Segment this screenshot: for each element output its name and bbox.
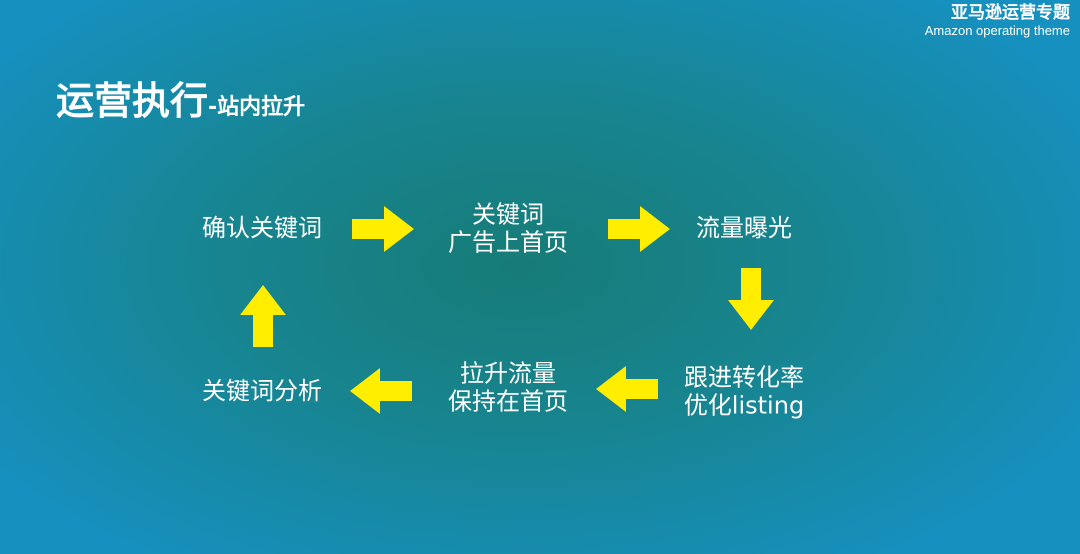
- node-text: 流量曝光: [696, 214, 792, 243]
- brand-cn: 亚马逊运营专题: [951, 3, 1070, 23]
- arrow-right-icon: [352, 206, 414, 252]
- node-text: 关键词: [472, 200, 544, 229]
- node-text: 确认关键词: [202, 214, 322, 243]
- arrow-left-icon: [596, 366, 658, 412]
- node-traffic-exposure: 流量曝光: [696, 215, 792, 243]
- arrow-up-icon: [240, 285, 286, 347]
- title-sub: -站内拉升: [208, 95, 306, 120]
- title-main: 运营执行: [56, 79, 209, 123]
- node-keyword-analysis: 关键词分析: [202, 378, 322, 406]
- node-confirm-keywords: 确认关键词: [202, 215, 322, 243]
- arrow-right-icon: [608, 206, 670, 252]
- node-text: 保持在首页: [448, 387, 568, 415]
- node-text: 拉升流量: [460, 359, 556, 388]
- slide-title: 运营执行-站内拉升: [56, 70, 305, 125]
- brand-header: 亚马逊运营专题 Amazon operating theme: [924, 3, 1070, 38]
- node-conversion: 跟进转化率优化listing: [684, 364, 804, 419]
- node-keyword-ads: 关键词广告上首页: [448, 201, 568, 256]
- node-text: 优化listing: [683, 391, 805, 419]
- node-text: 跟进转化率: [684, 363, 804, 392]
- node-boost-traffic: 拉升流量保持在首页: [448, 360, 568, 415]
- node-text: 关键词分析: [202, 377, 322, 406]
- node-text: 广告上首页: [448, 228, 568, 256]
- arrow-down-icon: [728, 268, 774, 330]
- arrow-left-icon: [350, 368, 412, 414]
- brand-en: Amazon operating theme: [924, 22, 1070, 38]
